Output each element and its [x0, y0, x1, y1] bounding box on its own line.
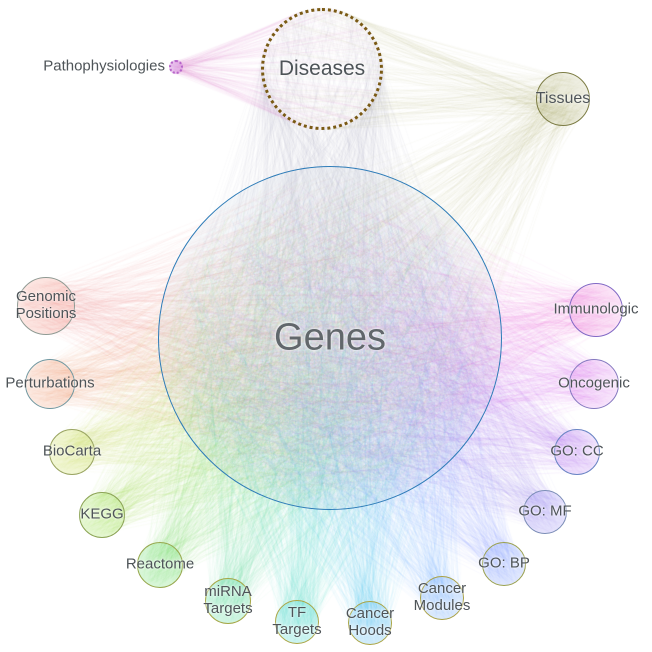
node-oncogenic[interactable]: [569, 359, 619, 409]
node-pathophysiologies[interactable]: [169, 60, 183, 74]
node-diseases[interactable]: [261, 8, 383, 130]
node-reactome[interactable]: [137, 542, 183, 588]
node-immunologic[interactable]: [569, 283, 623, 337]
node-go_mf[interactable]: [523, 490, 567, 534]
node-cancer_hoods[interactable]: [348, 601, 392, 645]
node-tissues[interactable]: [536, 72, 590, 126]
node-kegg[interactable]: [79, 492, 125, 538]
node-go_bp[interactable]: [482, 542, 526, 586]
node-mirna_targets[interactable]: [205, 578, 251, 624]
node-go_cc[interactable]: [554, 429, 600, 475]
node-biocarta[interactable]: [49, 429, 95, 475]
node-genes[interactable]: [158, 166, 502, 510]
node-cancer_modules[interactable]: [420, 576, 464, 620]
node-tf_targets[interactable]: [275, 600, 319, 644]
node-perturbations[interactable]: [25, 359, 75, 409]
node-genomic_positions[interactable]: [17, 277, 75, 335]
